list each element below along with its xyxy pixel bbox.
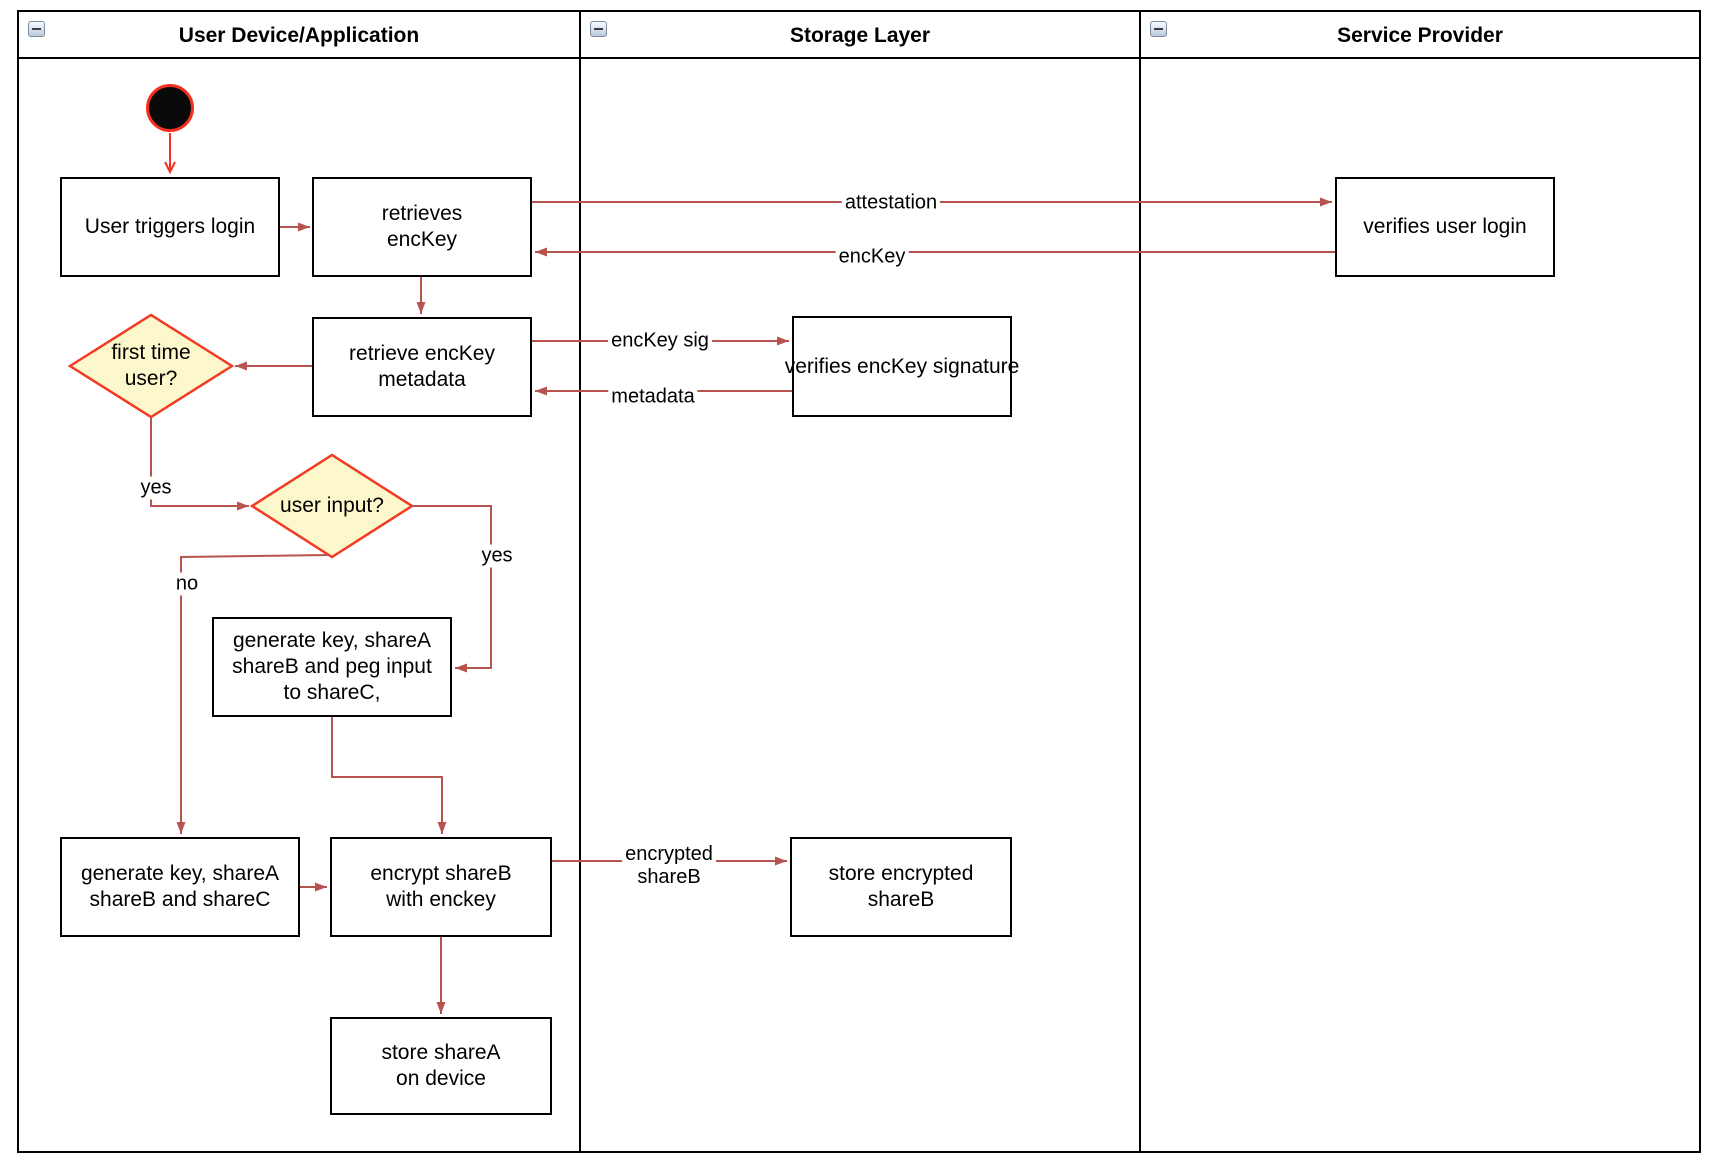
minus-icon xyxy=(1154,28,1163,30)
node-store-sharea-on-device[interactable]: store shareA on device xyxy=(330,1017,552,1115)
collapse-lane-storage-layer-button[interactable] xyxy=(590,21,607,37)
decision-label-user-input: user input? xyxy=(280,494,384,517)
node-verifies-enckey-signature[interactable]: verifies encKey signature xyxy=(785,316,1019,417)
lane-header-storage-layer[interactable]: Storage Layer xyxy=(789,24,931,47)
node-generate-key-peg-input[interactable]: generate key, shareA shareB and peg inpu… xyxy=(212,617,452,717)
edge-label-user-input-no: no xyxy=(172,572,202,596)
decision-label-first-time-user: first time user? xyxy=(111,341,191,390)
edge-label-metadata: metadata xyxy=(608,385,698,409)
edge-label-first-time-yes: yes xyxy=(137,476,175,500)
minus-icon xyxy=(32,28,41,30)
edge-first-time-yes xyxy=(150,417,249,511)
lane-header-service-provider[interactable]: Service Provider xyxy=(1337,24,1503,47)
node-verifies-user-login[interactable]: verifies user login xyxy=(1335,177,1555,277)
node-encrypt-shareb[interactable]: encrypt shareB with enckey xyxy=(330,837,552,937)
lane-header-user-device[interactable]: User Device/Application xyxy=(178,24,420,47)
node-store-encrypted-shareb[interactable]: store encrypted shareB xyxy=(790,837,1012,937)
edge-label-attestation: attestation xyxy=(841,191,941,215)
edge-label-enckey: encKey xyxy=(835,245,909,269)
node-retrieve-enckey-metadata[interactable]: retrieve encKey metadata xyxy=(312,317,532,417)
start-node[interactable] xyxy=(146,84,194,132)
edge-user-input-no xyxy=(176,554,331,834)
edge-peg-to-encrypt xyxy=(331,717,447,834)
node-user-triggers-login[interactable]: User triggers login xyxy=(60,177,280,277)
collapse-lane-service-provider-button[interactable] xyxy=(1150,21,1167,37)
edge-label-enckey-sig: encKey sig xyxy=(608,329,712,353)
pool-border xyxy=(17,10,1701,1153)
node-generate-key-sharec[interactable]: generate key, shareA shareB and shareC xyxy=(60,837,300,937)
node-retrieves-enckey[interactable]: retrieves encKey xyxy=(312,177,532,277)
collapse-lane-user-device-button[interactable] xyxy=(28,21,45,37)
minus-icon xyxy=(594,28,603,30)
edge-label-user-input-yes: yes xyxy=(478,544,516,568)
edge-label-encrypted-shareb: encrypted shareB xyxy=(622,843,716,889)
edge-user-input-yes xyxy=(412,505,492,673)
decision-first-time-user[interactable] xyxy=(67,313,235,419)
